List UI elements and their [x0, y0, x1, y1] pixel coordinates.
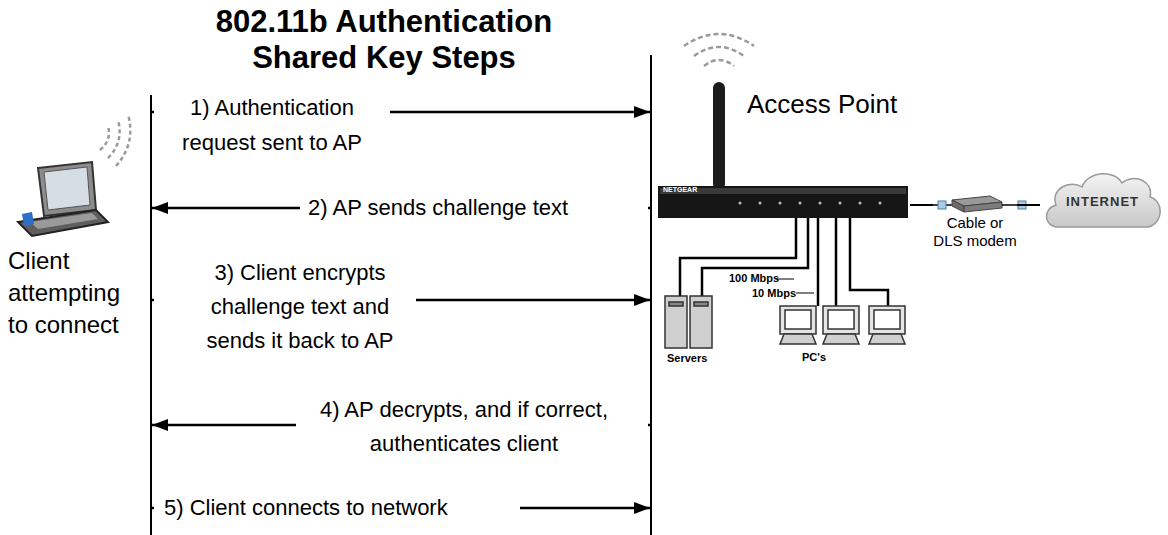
illustration-part: [879, 202, 882, 205]
illustration-part: [30, 213, 98, 229]
illustration-part: [684, 34, 754, 46]
illustration-part: [680, 218, 796, 296]
illustration-part: [828, 310, 854, 329]
illustration-part: [823, 334, 859, 344]
illustration-part: [704, 60, 734, 66]
illustration-part: [823, 306, 859, 334]
wifi-waves: [100, 114, 130, 166]
illustration-part: [18, 210, 108, 236]
illustration-part: [658, 186, 908, 218]
part-label: 10 Mbps: [752, 287, 796, 299]
illustration-part: [22, 212, 34, 226]
illustration-part: [759, 202, 762, 205]
part-label: Servers: [667, 352, 707, 364]
step-label: 5) Client connects to network: [154, 493, 520, 523]
step-label: 3) Client encrypts challenge text and se…: [154, 256, 416, 358]
cable-line: [910, 204, 933, 206]
pc-icon: [780, 306, 905, 344]
node-text: Cable or DLS modem: [933, 214, 1017, 250]
illustration-part: [665, 296, 687, 348]
cable-line: [1017, 204, 1040, 206]
part-label: PC's: [802, 351, 826, 363]
illustration-part: [1018, 201, 1026, 209]
illustration-part: [869, 334, 905, 344]
illustration-part: [669, 302, 683, 306]
illustration-part: [108, 120, 120, 158]
illustration-part: [874, 310, 900, 329]
illustration-part: [938, 201, 946, 209]
illustration-part: [819, 202, 822, 205]
step-label: 4) AP decrypts, and if correct, authenti…: [296, 393, 648, 461]
illustration-part: [739, 202, 742, 205]
illustration-part: [835, 218, 838, 306]
part-label: 100 Mbps: [729, 272, 779, 284]
illustration-part: [694, 302, 708, 306]
router-body: [658, 186, 908, 218]
illustration-part: [839, 202, 842, 205]
illustration-part: [817, 218, 820, 306]
illustration-part: [785, 310, 811, 329]
node-text: Access Point: [747, 89, 927, 119]
illustration-part: [964, 202, 1002, 212]
step-label: 2) AP sends challenge text: [300, 193, 648, 223]
illustration-part: [690, 296, 712, 348]
illustration-part: [780, 334, 816, 344]
modem-box: Cable or DLS modem: [933, 190, 1017, 260]
laptop-icon: [18, 162, 108, 236]
illustration-part: [859, 202, 862, 205]
server-icon: [665, 296, 712, 348]
modem-icon: [933, 196, 1026, 212]
illustration-part: [952, 200, 964, 212]
illustration-part: [779, 202, 782, 205]
wifi-waves: [684, 34, 754, 66]
illustration-part: [869, 306, 905, 334]
internet-cloud: INTERNET: [1040, 165, 1165, 240]
part-label: NETGEAR: [663, 186, 697, 193]
diagram-title: 802.11b Authentication Shared Key Steps: [184, 4, 584, 76]
step-label: 1) Authentication request sent to AP: [154, 90, 390, 160]
illustration-part: [100, 126, 109, 150]
illustration-part: [850, 218, 888, 306]
lan-wires: [680, 218, 888, 306]
illustration-part: [44, 167, 90, 210]
client-lane: Client attempting to connect: [0, 95, 152, 535]
illustration-part: [1002, 204, 1017, 206]
node-text: Client attempting to connect: [8, 245, 143, 341]
illustration-part: [780, 306, 816, 334]
illustration-part: [796, 293, 814, 294]
illustration-part: [799, 202, 802, 205]
illustration-part: [702, 218, 808, 296]
illustration-part: [116, 114, 130, 166]
illustration-part: [38, 162, 96, 216]
antenna: [713, 82, 725, 190]
node-text: INTERNET: [1040, 193, 1165, 211]
